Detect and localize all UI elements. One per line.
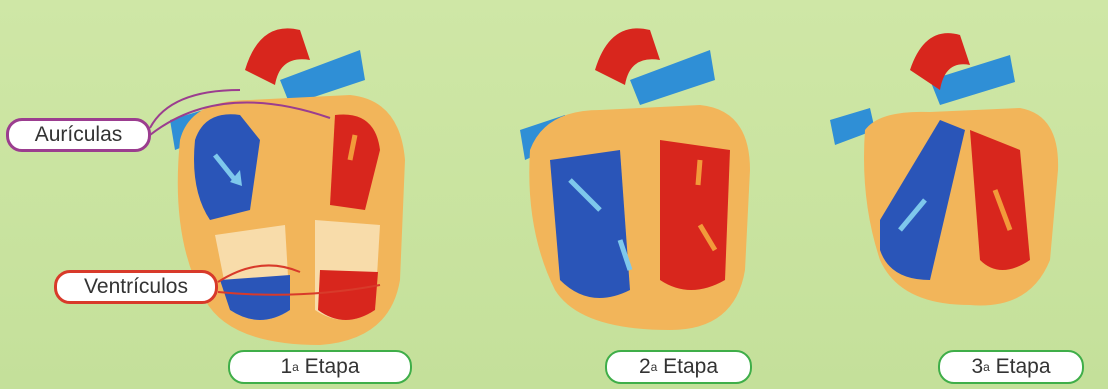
stage-3-sup: a	[983, 360, 990, 374]
stage-3-text: Etapa	[996, 355, 1051, 379]
auricle-connector-2	[150, 102, 330, 135]
stage-1-text: Etapa	[305, 355, 360, 379]
auriculas-label-text: Aurículas	[35, 123, 123, 147]
stage-2-sup: a	[651, 360, 658, 374]
auriculas-label: Aurículas	[6, 118, 151, 152]
ventriculos-label-text: Ventrículos	[84, 275, 188, 299]
ventricle-connector-1	[218, 265, 300, 282]
auricle-connector-1	[150, 90, 240, 128]
ventricle-connector-2	[218, 285, 380, 295]
stage-1-number: 1	[280, 355, 292, 379]
stage-3-number: 3	[971, 355, 983, 379]
stage-2-text: Etapa	[663, 355, 718, 379]
stage-2-number: 2	[639, 355, 651, 379]
ventriculos-label: Ventrículos	[54, 270, 218, 304]
stage-1-sup: a	[292, 360, 299, 374]
